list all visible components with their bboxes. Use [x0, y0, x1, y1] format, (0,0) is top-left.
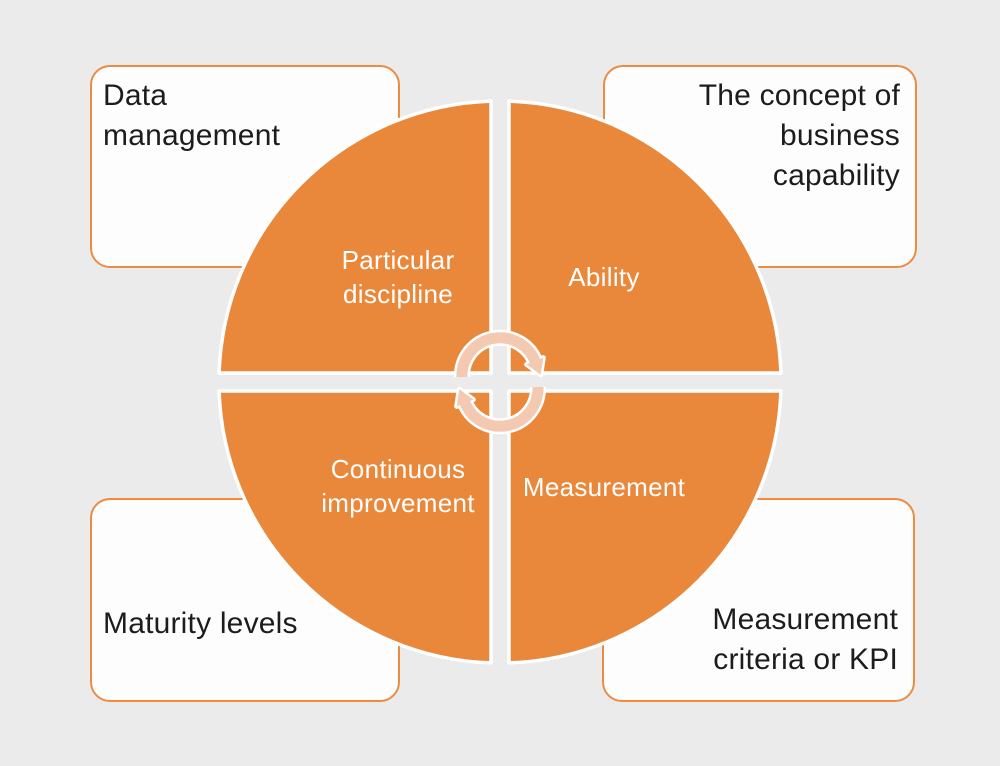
cycle-arrows-icon: [454, 329, 546, 435]
card-label-business-capability: The concept of business capability: [698, 79, 900, 192]
quadrant-shape-bottom-left: [217, 389, 493, 665]
card-label-data-management: Data management: [103, 79, 281, 152]
quadrant-circle: [217, 99, 783, 665]
card-label-maturity-levels: Maturity levels: [103, 607, 298, 640]
cycle-arrowhead-left: [456, 389, 474, 407]
quadrant-shape-top-left: [217, 99, 493, 375]
quadrant-label-particular-discipline: Particular discipline: [341, 245, 455, 309]
quadrant-label-continuous-improvement: Continuous improvement: [321, 454, 475, 518]
cycle-arrow-top: [456, 332, 541, 378]
cycle-arrowhead-right: [526, 357, 544, 375]
card-label-measurement-criteria: Measurement criteria or KPI: [712, 603, 898, 676]
quadrant-shape-top-right: [507, 99, 783, 375]
quadrant-shape-bottom-right: [507, 389, 783, 665]
quadrant-label-measurement: Measurement: [522, 472, 686, 502]
cycle-arrow-bottom: [459, 386, 544, 432]
quadrant-label-ability: Ability: [568, 262, 640, 292]
